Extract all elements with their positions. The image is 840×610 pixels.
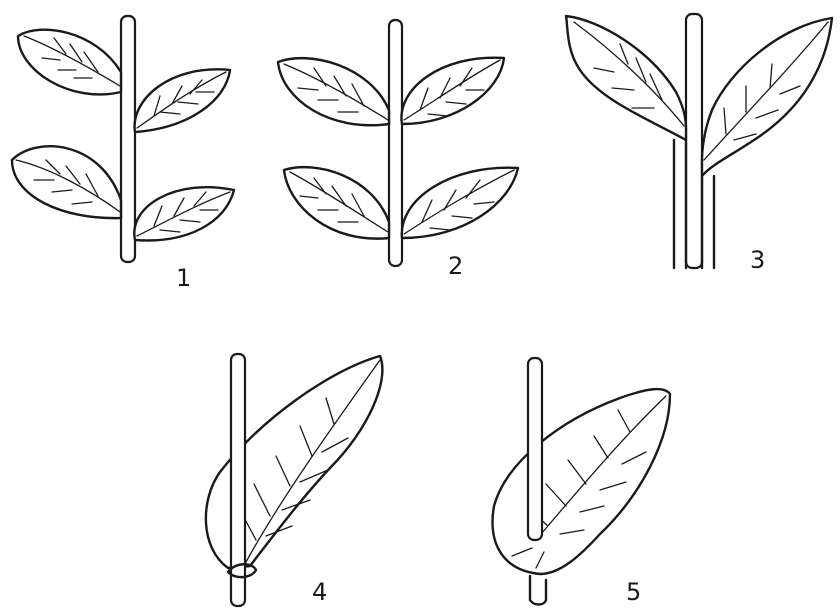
figure-2-leaf-upper-right [401,58,504,124]
figure-2-stem [389,20,402,266]
figure-1-leaf-lower-left [12,146,121,218]
figure-4: 4 [206,354,383,606]
figure-1-leaf-upper-left [18,30,121,95]
figure-4-label: 4 [312,578,327,606]
figure-2-label: 2 [448,252,463,280]
figure-5: 5 [493,358,670,606]
figure-5-stem-base [530,576,546,605]
figure-5-leaf [493,389,670,574]
figure-3-leaf-left [566,16,686,268]
figure-2-leaf-lower-left [284,167,389,238]
figure-1-stem [121,16,135,262]
figure-3-stem [686,14,702,268]
figure-1: 1 [12,16,234,292]
figure-2-leaf-upper-left [278,58,389,125]
figure-2-leaf-lower-right [402,168,518,238]
figure-5-stem [528,358,542,540]
figure-5-label: 5 [626,578,641,606]
figure-3-label: 3 [750,246,765,274]
figure-2: 2 [278,20,518,280]
figure-3-leaf-right [702,18,832,268]
figure-1-label: 1 [176,264,191,292]
figure-3: 3 [566,14,832,274]
figure-1-leaf-upper-right [135,69,230,132]
figure-1-leaf-lower-right [134,187,234,240]
